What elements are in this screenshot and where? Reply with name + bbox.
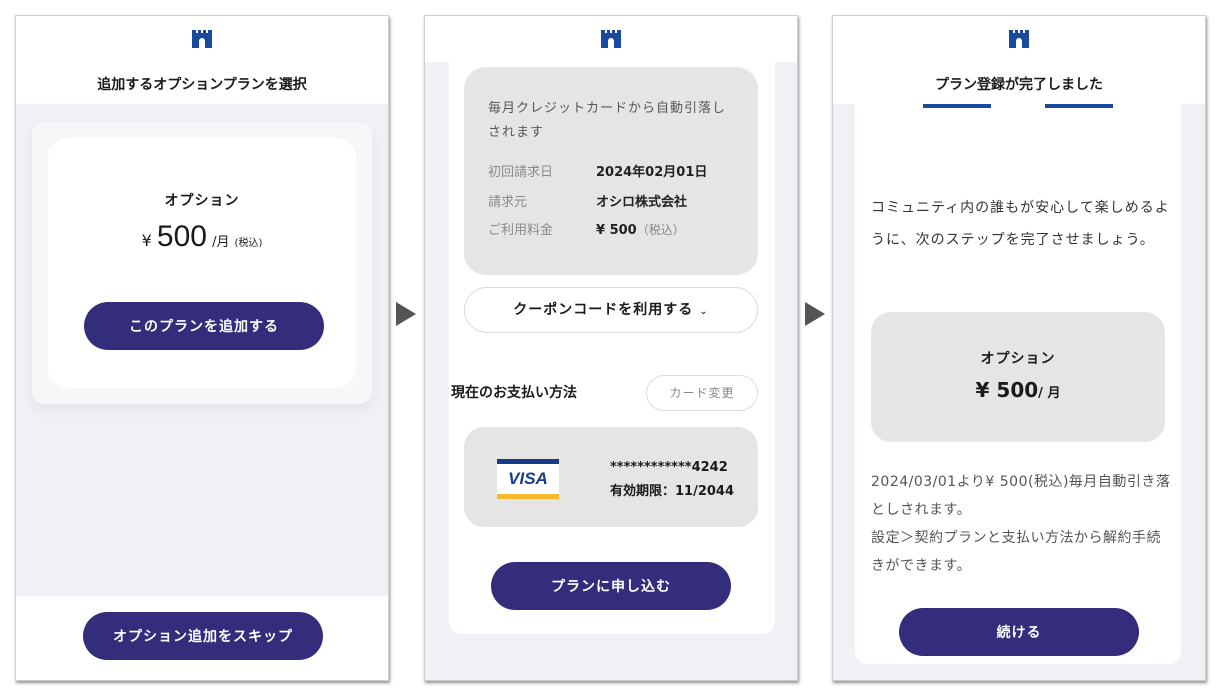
continue-button[interactable]: 続ける: [899, 608, 1139, 656]
row-value: 2024年02月01日: [596, 165, 708, 180]
coupon-label: クーポンコードを利用する: [513, 302, 694, 318]
decorative-bar: [1045, 104, 1113, 108]
page-title: 追加するオプションプランを選択: [97, 77, 307, 93]
skip-option-button[interactable]: オプション追加をスキップ: [83, 612, 323, 660]
arrow-right-icon: [805, 302, 825, 326]
row-value: ¥ 500: [596, 223, 637, 238]
tax-note: （税込）: [636, 223, 685, 237]
row-label: 初回請求日: [488, 165, 554, 180]
castle-logo-icon: [1009, 30, 1029, 48]
row-label: ご利用料金: [488, 223, 554, 238]
screen-confirm-payment: 毎月クレジットカードから自動引落しされます 初回請求日 2024年02月01日 請…: [424, 15, 798, 681]
billing-summary: 毎月クレジットカードから自動引落しされます 初回請求日 2024年02月01日 請…: [464, 67, 758, 275]
card-expiry: 有効期限：11/2044: [610, 484, 735, 499]
billing-row-first-date: 初回請求日 2024年02月01日: [488, 161, 707, 180]
currency-symbol: ¥: [141, 231, 152, 250]
arrow-right-icon: [396, 302, 416, 326]
footer: オプション追加をスキップ: [16, 596, 388, 680]
plan-name: オプション: [980, 351, 1056, 367]
screen-select-option: 追加するオプションプランを選択 オプション ¥ 500 /月 (税込) このプラ…: [15, 15, 389, 681]
billing-note-line: 2024/03/01より¥ 500(税込)毎月自動引き落としされます。: [871, 474, 1171, 518]
header: 追加するオプションプランを選択: [16, 16, 388, 104]
billing-row-issuer: 請求元 オシロ株式会社: [488, 191, 687, 210]
billing-note: 毎月クレジットカードから自動引落しされます: [488, 101, 727, 140]
chevron-down-icon: ⌄: [699, 306, 709, 317]
card-number: ************4242: [610, 460, 728, 475]
plan-name: オプション: [164, 193, 240, 209]
completion-message: コミュニティ内の誰もが安心して楽しめるように、次のステップを完了させましょう。: [871, 200, 1170, 248]
castle-logo-icon: [601, 30, 621, 48]
header: [425, 16, 797, 62]
plan-price: ¥ 500/ 月: [871, 378, 1165, 402]
billing-note: 2024/03/01より¥ 500(税込)毎月自動引き落としされます。 設定＞契…: [871, 468, 1171, 580]
plan-summary-card: オプション ¥ 500/ 月: [871, 312, 1165, 442]
payment-card: VISA ************4242 有効期限：11/2044: [464, 427, 758, 527]
visa-logo-icon: VISA: [497, 459, 559, 499]
coupon-toggle-button[interactable]: クーポンコードを利用する ⌄: [464, 287, 758, 333]
page-title: プラン登録が完了しました: [935, 77, 1103, 93]
castle-logo-icon: [192, 30, 212, 48]
tax-note: (税込): [234, 238, 263, 249]
price-amount: 500: [156, 220, 207, 253]
add-plan-button[interactable]: このプランを追加する: [84, 302, 324, 350]
row-value: オシロ株式会社: [596, 195, 688, 210]
plan-card: オプション ¥ 500 /月 (税込) このプランを追加する: [48, 138, 356, 388]
change-card-button[interactable]: カード変更: [646, 375, 758, 411]
plan-card-container: オプション ¥ 500 /月 (税込) このプランを追加する: [32, 122, 372, 404]
cancellation-note-line: 設定＞契約プランと支払い方法から解約手続きができます。: [871, 530, 1161, 574]
content-card: 毎月クレジットカードから自動引落しされます 初回請求日 2024年02月01日 請…: [449, 62, 775, 634]
payment-method-label: 現在のお支払い方法: [451, 385, 577, 401]
content-card: コミュニティ内の誰もが安心して楽しめるように、次のステップを完了させましょう。 …: [855, 104, 1181, 664]
row-label: 請求元: [488, 195, 528, 210]
plan-price: ¥ 500 /月 (税込): [48, 220, 356, 254]
apply-plan-button[interactable]: プランに申し込む: [491, 562, 731, 610]
decorative-bar: [923, 104, 991, 108]
price-period: /月: [212, 235, 230, 250]
billing-row-fee: ご利用料金 ¥ 500（税込）: [488, 219, 685, 238]
price-period: / 月: [1038, 386, 1061, 401]
header: プラン登録が完了しました: [833, 16, 1205, 104]
price-amount: ¥ 500: [975, 378, 1039, 402]
screen-registration-complete: プラン登録が完了しました コミュニティ内の誰もが安心して楽しめるように、次のステ…: [832, 15, 1206, 681]
